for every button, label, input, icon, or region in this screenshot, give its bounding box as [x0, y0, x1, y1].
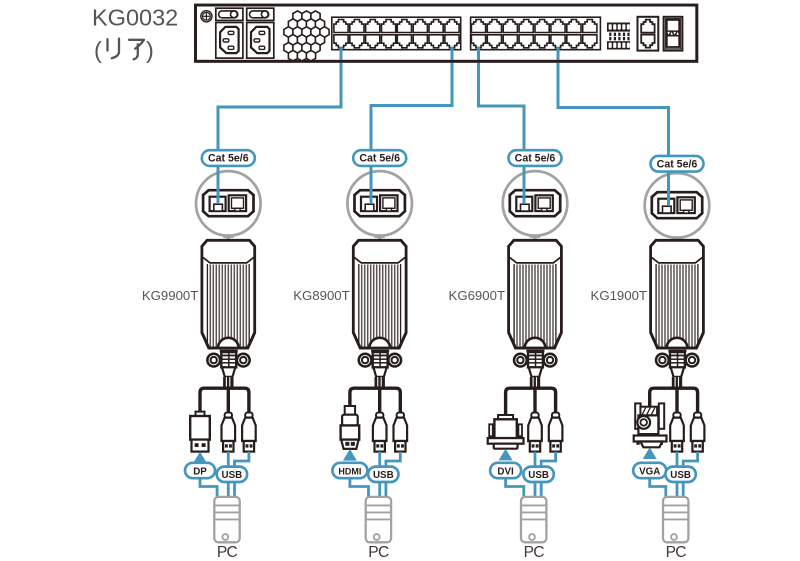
svg-text:USB: USB [373, 470, 394, 481]
svg-text:PC: PC [666, 544, 687, 561]
svg-text:HDMI: HDMI [338, 466, 361, 476]
svg-text:Cat 5e/6: Cat 5e/6 [657, 158, 698, 170]
svg-text:): ) [146, 37, 154, 63]
svg-text:DVI: DVI [497, 466, 514, 477]
svg-text:Cat 5e/6: Cat 5e/6 [359, 153, 400, 165]
svg-text:USB: USB [670, 470, 691, 481]
svg-text:Cat 5e/6: Cat 5e/6 [515, 153, 556, 165]
svg-text:KG1900T: KG1900T [591, 288, 647, 303]
svg-text:PC: PC [217, 544, 238, 561]
svg-text:KG0032: KG0032 [92, 5, 178, 31]
svg-text:USB: USB [528, 470, 549, 481]
svg-text:KG8900T: KG8900T [293, 288, 349, 303]
svg-text:DP: DP [193, 466, 207, 477]
svg-text:USB: USB [222, 470, 243, 481]
svg-text:VGA: VGA [639, 466, 660, 477]
svg-text:(: ( [94, 37, 102, 63]
svg-text:KG9900T: KG9900T [142, 288, 198, 303]
svg-text:Cat 5e/6: Cat 5e/6 [208, 153, 249, 165]
svg-text:PC: PC [524, 544, 545, 561]
svg-text:KG6900T: KG6900T [449, 288, 505, 303]
svg-text:PC: PC [368, 544, 389, 561]
